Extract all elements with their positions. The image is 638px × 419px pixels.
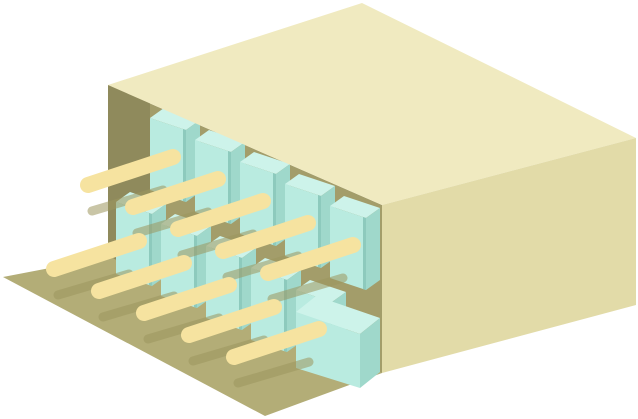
pin [91, 255, 192, 299]
housing-side [382, 138, 636, 373]
pin [46, 233, 147, 277]
housing-top [108, 3, 636, 205]
pin [80, 149, 181, 193]
pin [181, 299, 282, 343]
pin [125, 171, 226, 215]
insert-block-top [150, 108, 200, 130]
insert-block-top [285, 174, 335, 196]
pin-shadow [267, 273, 348, 304]
pin [136, 277, 237, 321]
pin [170, 193, 271, 237]
pin-shadow [233, 357, 314, 388]
insert-block-edge [363, 217, 366, 290]
pin-grid [46, 149, 361, 388]
front-insert-top [296, 296, 380, 334]
pin [215, 215, 316, 259]
pin [226, 321, 327, 365]
insert-block-top [195, 130, 245, 152]
pin [260, 237, 361, 281]
insert-block-side [366, 208, 380, 290]
front-insert-side [360, 318, 380, 388]
insert-block-top [330, 196, 380, 218]
insert-block-top [240, 152, 290, 174]
